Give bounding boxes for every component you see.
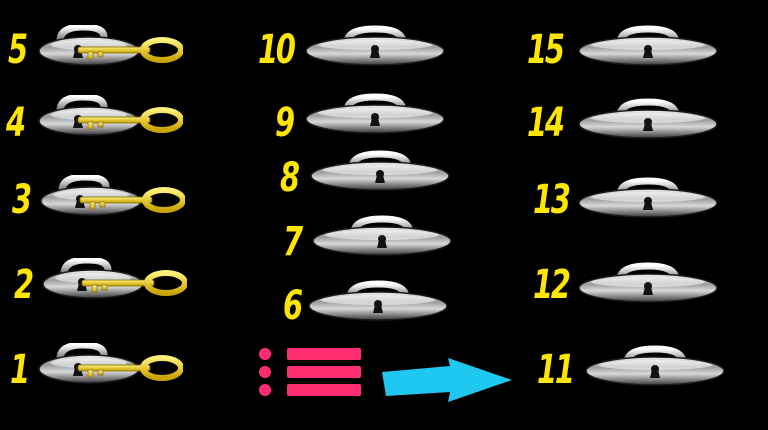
padlock-icon bbox=[578, 177, 718, 218]
padlock-icon bbox=[310, 150, 450, 191]
level-number: 10 bbox=[258, 27, 296, 73]
padlock-with-key-icon bbox=[40, 175, 185, 216]
menu-button[interactable] bbox=[255, 345, 365, 400]
level-number: 6 bbox=[283, 283, 303, 329]
level-number: 9 bbox=[275, 100, 295, 146]
padlock-icon bbox=[578, 25, 718, 66]
padlock-icon bbox=[305, 93, 445, 134]
level-number: 14 bbox=[527, 100, 565, 146]
level-number: 12 bbox=[533, 262, 571, 308]
padlock-icon bbox=[578, 98, 718, 139]
level-number: 5 bbox=[8, 27, 28, 73]
padlock-icon bbox=[308, 280, 448, 321]
level-number: 3 bbox=[12, 177, 32, 223]
level-number: 2 bbox=[14, 262, 34, 308]
level-number: 8 bbox=[280, 155, 300, 201]
padlock-icon bbox=[578, 262, 718, 303]
level-number: 15 bbox=[527, 27, 565, 73]
padlock-icon bbox=[312, 215, 452, 256]
next-page-button[interactable] bbox=[380, 358, 515, 403]
padlock-with-key-icon bbox=[38, 25, 183, 66]
level-number: 4 bbox=[6, 100, 26, 146]
menu-list-icon bbox=[259, 348, 361, 396]
arrow-right-icon bbox=[382, 358, 512, 402]
padlock-icon bbox=[585, 345, 725, 386]
padlock-with-key-icon bbox=[38, 343, 183, 384]
level-number: 11 bbox=[537, 347, 575, 393]
padlock-with-key-icon bbox=[38, 95, 183, 136]
level-number: 13 bbox=[533, 177, 571, 223]
level-number: 1 bbox=[10, 347, 30, 393]
level-number: 7 bbox=[283, 219, 303, 265]
padlock-with-key-icon bbox=[42, 258, 187, 299]
padlock-icon bbox=[305, 25, 445, 66]
